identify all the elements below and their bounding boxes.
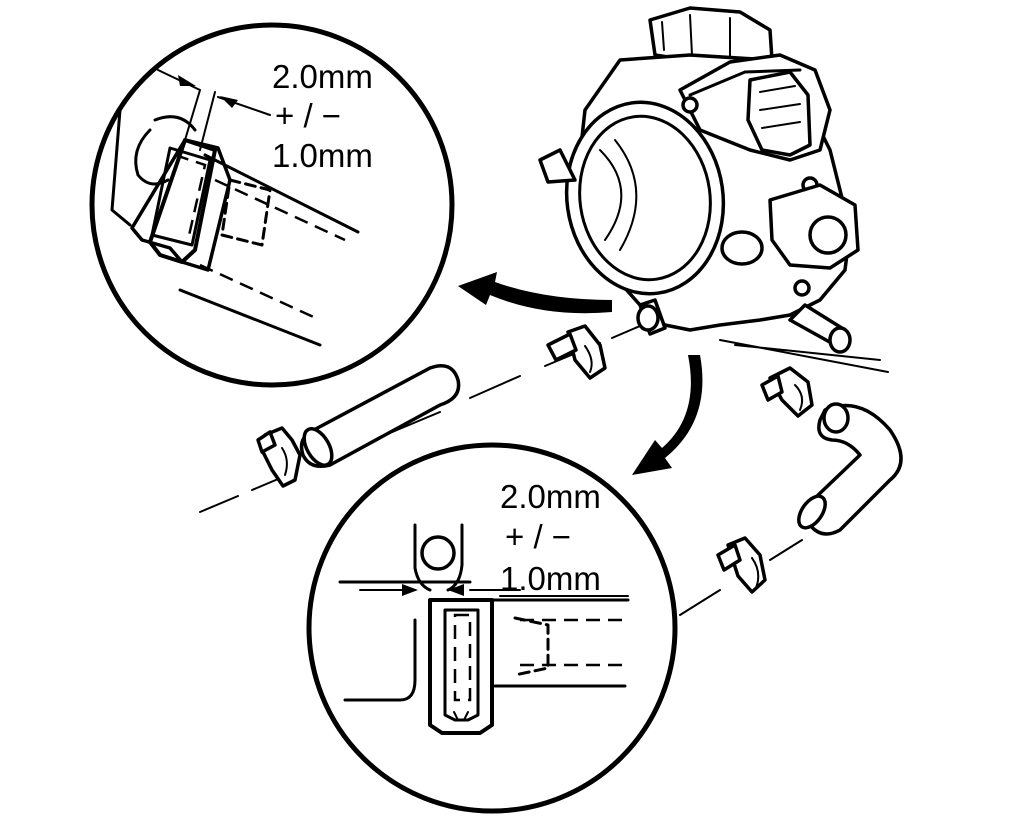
upper-callout-line1: 2.0mm [272, 58, 373, 95]
detail-circle-lower [306, 442, 678, 814]
lower-callout-line1: 2.0mm [500, 478, 601, 515]
curved-arrow-upper [458, 272, 612, 314]
hose-clamp-middle [546, 324, 607, 380]
curved-arrow-lower [632, 355, 703, 475]
right-coolant-hose [679, 402, 903, 616]
throttle-body [538, 6, 860, 354]
lower-callout-line2: + / − [505, 518, 571, 555]
upper-callout-line3: 1.0mm [272, 137, 373, 174]
left-coolant-hose [199, 325, 641, 513]
detail-circle-upper [89, 22, 455, 388]
pointer-lines [719, 339, 889, 373]
upper-callout-line2: + / − [275, 97, 341, 134]
hose-clamp-left [256, 426, 302, 488]
hose-clamp-right-lower [716, 536, 767, 594]
hose-clamp-right-upper [760, 366, 814, 418]
lower-callout-line3: 1.0mm [500, 560, 601, 597]
